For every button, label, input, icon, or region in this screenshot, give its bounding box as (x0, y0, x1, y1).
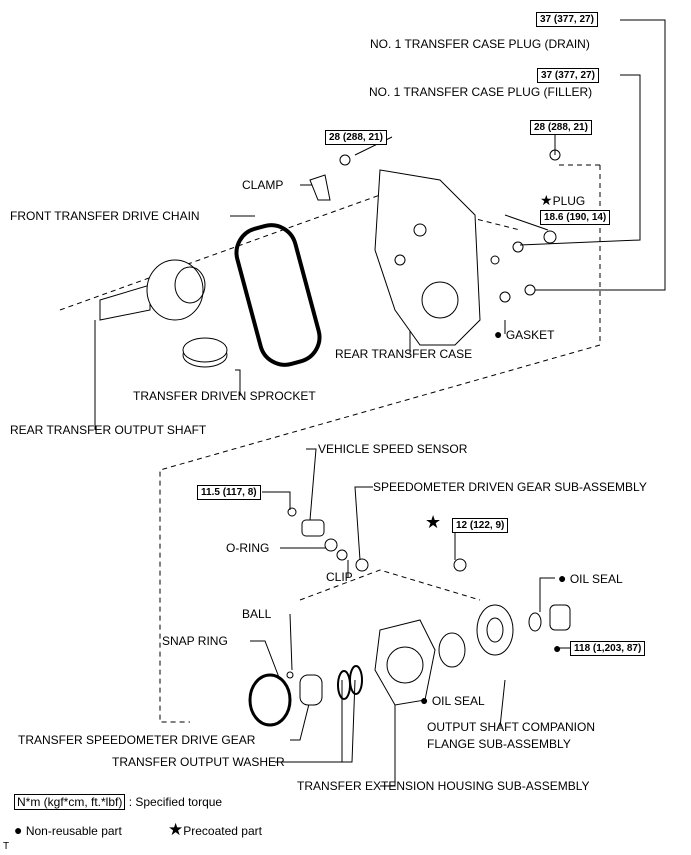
legend-torque: N*m (kgf*cm, ft.*lbf) : Specified torque (14, 794, 223, 810)
plug-text: PLUG (552, 194, 586, 208)
driven-sprocket (182, 337, 228, 368)
small-parts (248, 149, 571, 727)
torque-desc: : Specified torque (128, 795, 223, 809)
torque-clamp-bolt: 28 (288, 21) (325, 130, 387, 145)
label-driven-gear: SPEEDOMETER DRIVEN GEAR SUB-ASSEMBLY (373, 480, 647, 494)
torque-case-bolt: 28 (288, 21) (530, 120, 592, 135)
label-o-ring: O-RING (226, 541, 270, 555)
torque-unit: N*m (kgf*cm, ft.*lbf) (14, 794, 126, 810)
label-clip: CLIP (326, 570, 353, 584)
label-clamp: CLAMP (242, 178, 284, 192)
torque-plug: 18.6 (190, 14) (540, 210, 611, 225)
star-icon: ★ (540, 192, 553, 208)
label-flange-2: FLANGE SUB-ASSEMBLY (427, 737, 571, 751)
legend-non-reusable: ● Non-reusable part (14, 823, 122, 838)
torque-housing-bolt: 12 (122, 9) (452, 518, 509, 533)
label-snap-ring: SNAP RING (162, 634, 228, 648)
oil-seal-text: OIL SEAL (431, 694, 485, 708)
star-icon: ★ (168, 820, 184, 839)
torque-speed-sensor: 11.5 (117, 8) (197, 485, 261, 500)
circle-icon: ● (553, 640, 562, 656)
non-reusable-text: Non-reusable part (25, 824, 122, 838)
circle-icon: ● (494, 326, 503, 342)
rear-transfer-case (374, 169, 481, 346)
drive-chain (234, 223, 322, 367)
label-output-shaft: REAR TRANSFER OUTPUT SHAFT (10, 423, 207, 437)
label-oil-seal-1: ● OIL SEAL (558, 571, 623, 586)
circle-icon: ● (420, 692, 429, 708)
oil-seal-text: OIL SEAL (569, 572, 623, 586)
torque-nut: 118 (1,203, 87) (570, 641, 646, 656)
label-rear-case: REAR TRANSFER CASE (335, 347, 473, 361)
gasket-text: GASKET (505, 328, 555, 342)
circle-icon: ● (558, 570, 567, 586)
label-sprocket: TRANSFER DRIVEN SPROCKET (133, 389, 316, 403)
label-washer: TRANSFER OUTPUT WASHER (112, 755, 285, 769)
star-icon: ★ (425, 512, 442, 532)
label-gasket: ● GASKET (494, 327, 555, 342)
label-ball: BALL (242, 607, 272, 621)
label-plug: ★PLUG (540, 193, 585, 208)
label-chain: FRONT TRANSFER DRIVE CHAIN (10, 209, 200, 223)
label-housing: TRANSFER EXTENSION HOUSING SUB-ASSEMBLY (297, 779, 590, 793)
label-flange-1: OUTPUT SHAFT COMPANION (427, 720, 596, 734)
torque-filler: 37 (377, 27) (537, 68, 599, 83)
output-shaft (99, 259, 206, 321)
footer-code: T (3, 841, 10, 852)
label-drain: NO. 1 TRANSFER CASE PLUG (DRAIN) (370, 37, 590, 51)
legend-precoated: ★Precoated part (168, 820, 262, 839)
precoated-text: Precoated part (183, 824, 262, 838)
label-oil-seal-2: ● OIL SEAL (420, 693, 485, 708)
label-filler: NO. 1 TRANSFER CASE PLUG (FILLER) (369, 85, 593, 99)
label-speed-sensor: VEHICLE SPEED SENSOR (318, 442, 468, 456)
dashed-boundary (159, 164, 601, 723)
label-drive-gear: TRANSFER SPEEDOMETER DRIVE GEAR (18, 733, 256, 747)
circle-icon: ● (14, 822, 23, 838)
torque-drain: 37 (377, 27) (536, 12, 598, 27)
